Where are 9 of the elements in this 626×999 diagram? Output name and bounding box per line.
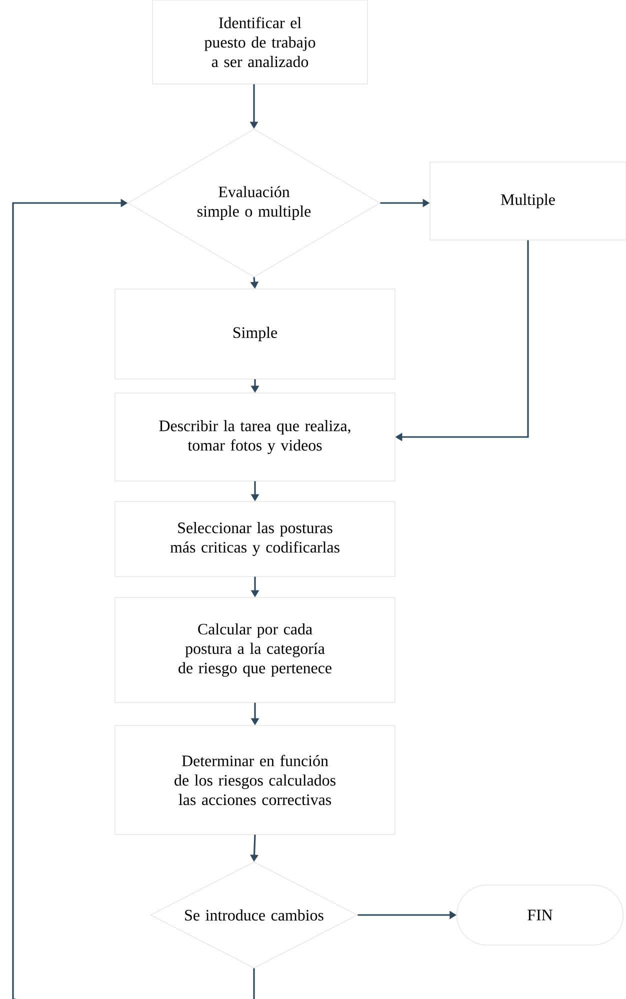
process-box: Multiple (430, 162, 626, 240)
terminal-box: FIN (456, 884, 624, 946)
process-box: Identificar el puesto de trabajo a ser analizado (152, 0, 368, 84)
process-box: Simple (114, 288, 396, 380)
process-box: Calcular por cada postura a la categoría de riesgo que pertenece (114, 597, 396, 703)
process-box: Determinar en función de los riesgos calculados las acciones correctivas (114, 725, 396, 835)
process-box: Describir la tarea que realiza, tomar fotos y videos (114, 392, 396, 482)
process-box: Seleccionar las posturas más criticas y codificarlas (114, 501, 396, 577)
arrow (12, 198, 255, 999)
